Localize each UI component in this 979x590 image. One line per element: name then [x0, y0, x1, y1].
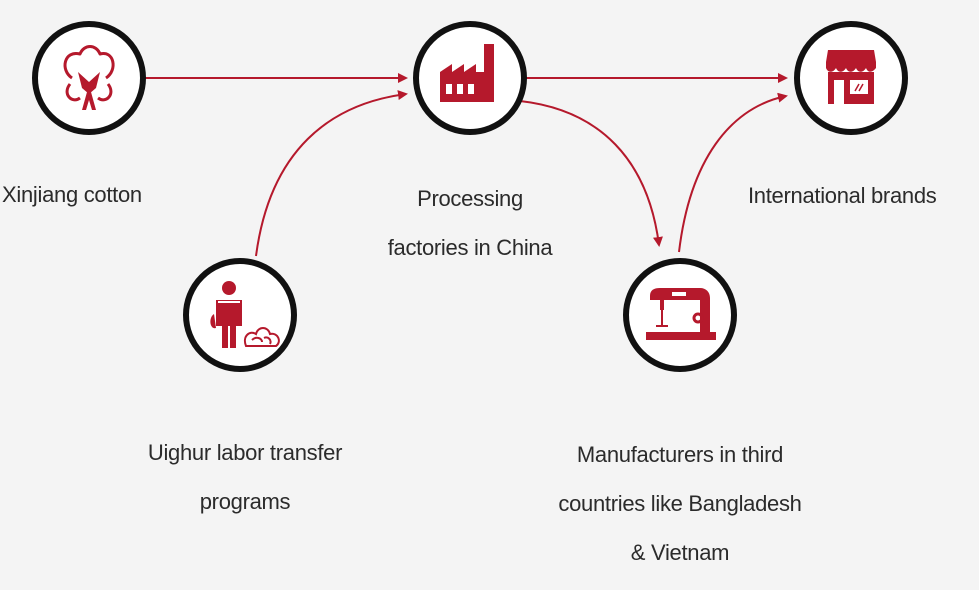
label-processing-factories: Processing factories in China	[387, 185, 553, 260]
label-international-brands: International brands	[748, 182, 937, 208]
edge-manufacturers-to-brands	[678, 92, 788, 253]
node-circle-third-country-manufacturers	[623, 258, 737, 372]
sewing-machine-icon	[646, 288, 716, 340]
supply-chain-diagram	[32, 21, 908, 372]
connectors	[145, 73, 788, 257]
label-third-country-manufacturers: Manufacturers in third countries like Ba…	[558, 441, 802, 566]
cotton-boll-icon	[63, 45, 115, 110]
edge-labor-to-factories	[255, 90, 408, 257]
worker-with-cotton-icon	[210, 281, 280, 348]
storefront-icon	[826, 50, 876, 104]
label-xinjiang-cotton: Xinjiang cotton	[2, 181, 142, 207]
label-uighur-labor: Uighur labor transfer programs	[147, 439, 343, 514]
factory-icon	[440, 44, 494, 102]
edge-factories-to-manufacturers	[519, 100, 663, 247]
node-circle-xinjiang-cotton	[32, 21, 146, 135]
